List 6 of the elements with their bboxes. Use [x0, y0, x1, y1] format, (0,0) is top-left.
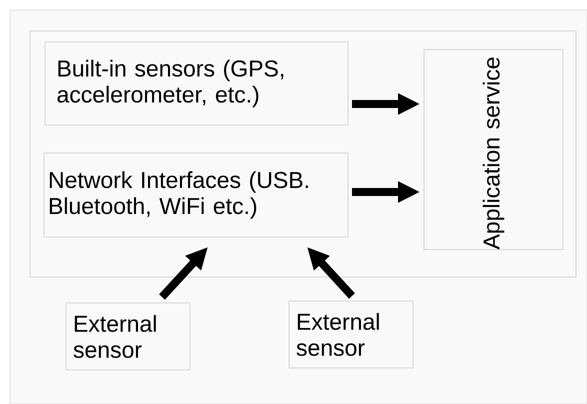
- container-box: [30, 30, 576, 278]
- component-box: Network Interfaces (USB. Bluetooth, WiFi etc.): [44, 152, 348, 238]
- component-box: Built-in sensors (GPS, accelerometer, etc.): [44, 42, 348, 126]
- sensor-box: External sensor: [66, 302, 190, 370]
- sensor-box: External sensor: [288, 300, 414, 368]
- service-box: Application service: [424, 49, 564, 250]
